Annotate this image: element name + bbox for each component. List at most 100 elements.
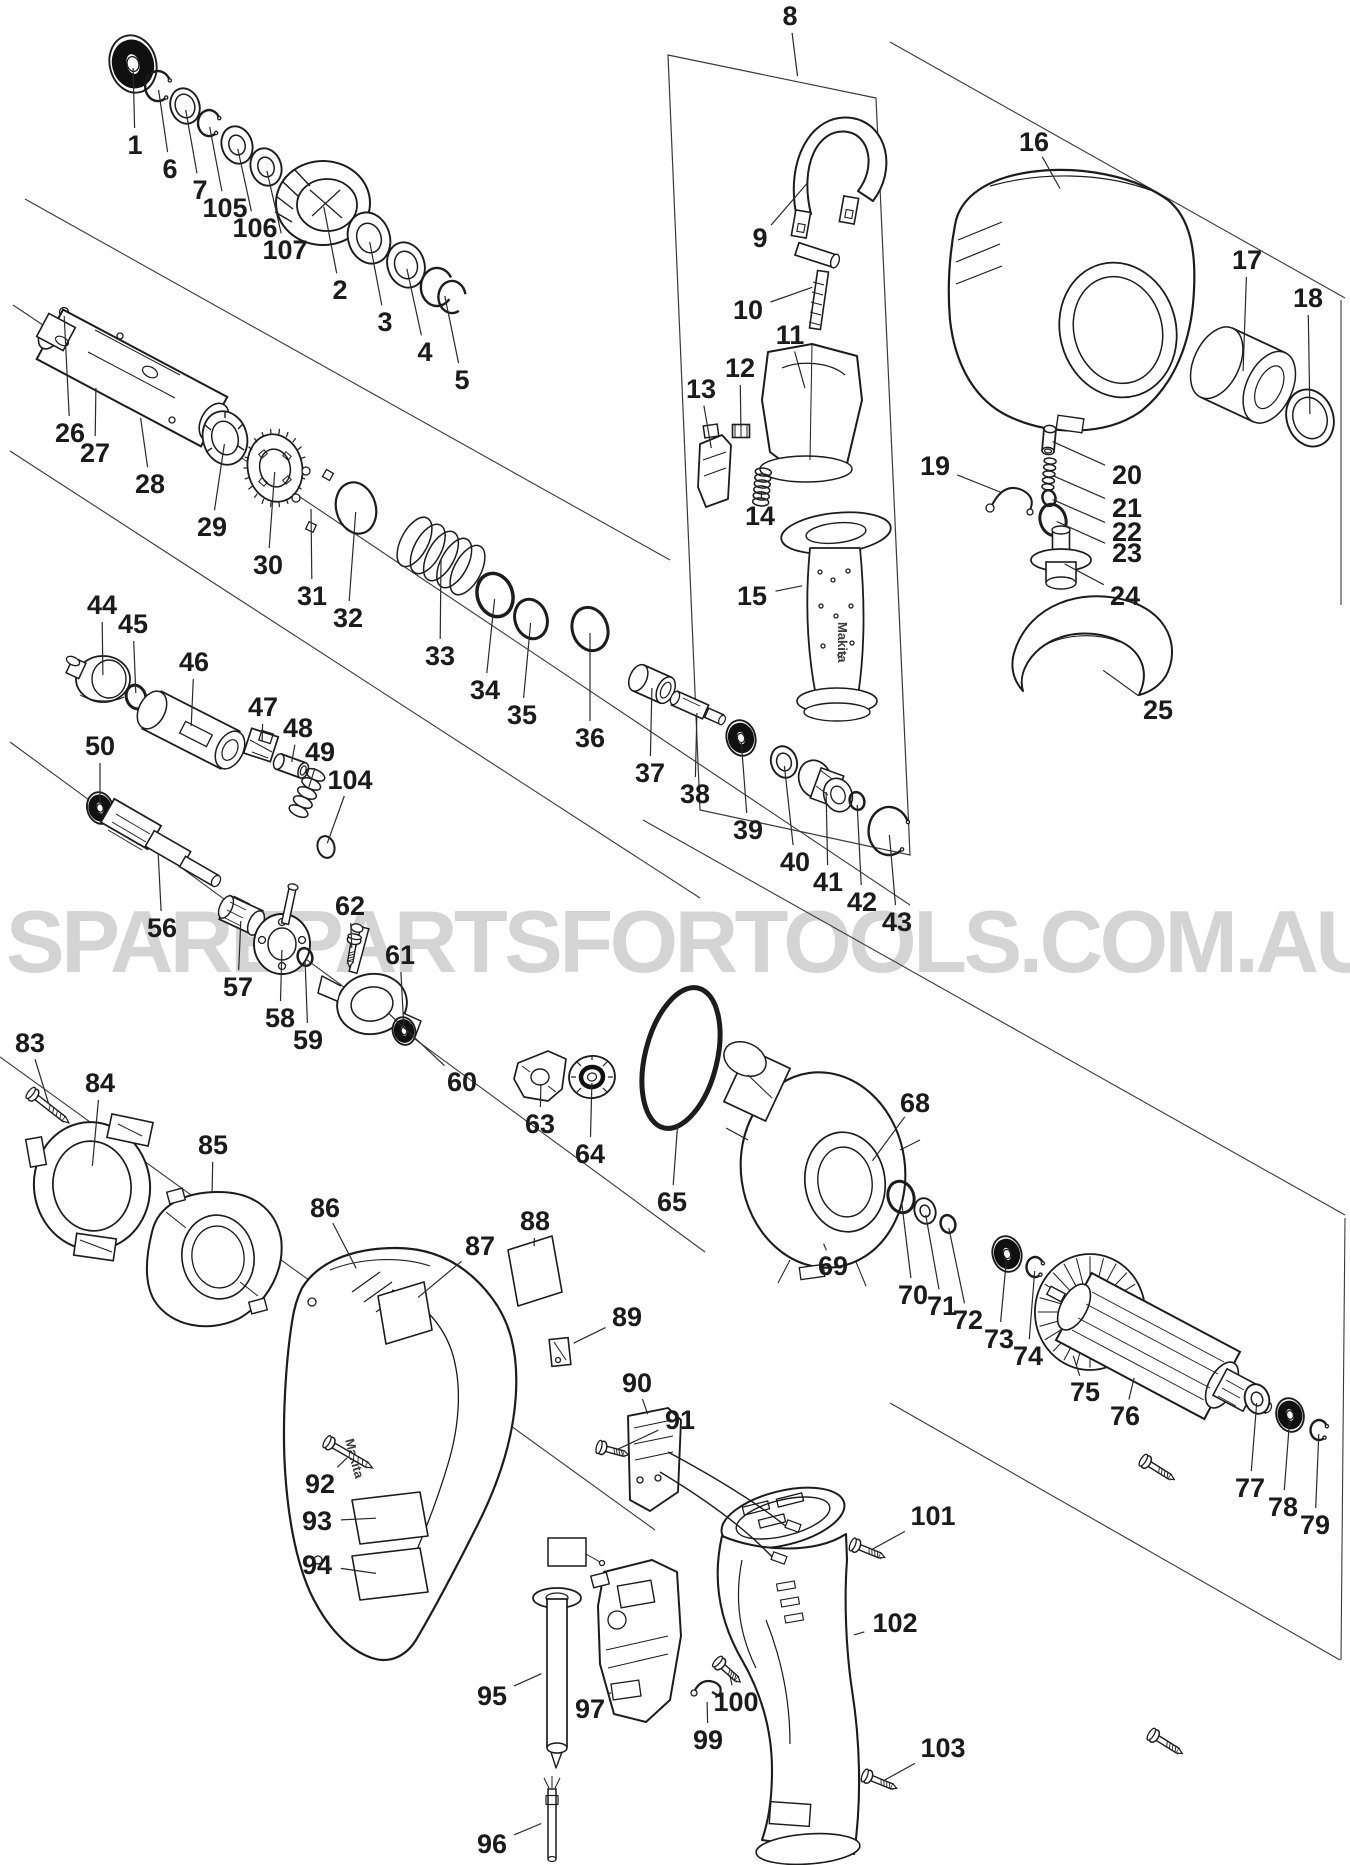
leader-94 — [340, 1567, 377, 1574]
part-label-13: 13 — [686, 374, 716, 404]
part-85 — [146, 1187, 283, 1328]
part-label-24: 24 — [1110, 581, 1140, 611]
leader-8 — [791, 32, 799, 77]
part-label-38: 38 — [680, 779, 710, 809]
part-106 — [220, 125, 254, 165]
part-49 — [288, 767, 326, 819]
leader-34 — [486, 598, 496, 674]
part-label-19: 19 — [920, 451, 950, 481]
part-label-34: 34 — [470, 675, 500, 705]
leader-64 — [589, 1082, 593, 1138]
part-43 — [867, 805, 911, 857]
part-label-79: 79 — [1300, 1510, 1330, 1540]
part-label-78: 78 — [1268, 1492, 1298, 1522]
leader-2 — [323, 206, 338, 274]
part-12 — [731, 423, 751, 439]
leader-3 — [369, 241, 383, 306]
leader-6 — [158, 89, 169, 153]
part-96 — [543, 1776, 561, 1863]
part-label-88: 88 — [520, 1206, 550, 1236]
part-69 — [722, 1041, 921, 1287]
leader-73 — [1000, 1257, 1008, 1323]
leader-63 — [539, 1083, 542, 1108]
part-90 — [627, 1407, 682, 1512]
leader-48 — [291, 744, 296, 763]
part-37 — [627, 663, 677, 705]
part-label-20: 20 — [1112, 460, 1142, 490]
leader-9 — [770, 182, 808, 226]
leader-49 — [307, 768, 316, 790]
leader-104 — [326, 795, 345, 844]
leader-85 — [211, 1161, 214, 1193]
leader-96 — [513, 1822, 542, 1836]
part-61 — [391, 1016, 417, 1046]
section-divider-line — [24, 198, 671, 561]
leader-72 — [948, 1227, 966, 1304]
part-label-47: 47 — [248, 692, 278, 722]
leader-26 — [63, 315, 70, 417]
part-label-87: 87 — [465, 1231, 495, 1261]
part-label-106: 106 — [232, 213, 277, 243]
part-34 — [475, 571, 515, 619]
part-83 — [25, 1086, 71, 1124]
leader-75 — [1072, 1355, 1081, 1376]
part-33 — [396, 516, 486, 596]
leader-91 — [617, 1429, 659, 1450]
section-divider-line — [889, 1402, 1341, 1661]
carbon-brush — [547, 1537, 606, 1567]
section-divider-line — [889, 41, 1346, 299]
part-label-49: 49 — [305, 737, 335, 767]
part-30 — [243, 428, 307, 508]
part-label-16: 16 — [1019, 127, 1049, 157]
part-100 — [711, 1655, 742, 1683]
leader-17 — [1242, 276, 1247, 372]
part-21 — [1041, 457, 1057, 491]
part-71 — [913, 1197, 937, 1225]
leader-84 — [91, 1099, 99, 1167]
leader-99 — [706, 1701, 709, 1724]
part-label-94: 94 — [302, 1550, 332, 1580]
leader-13 — [703, 405, 712, 449]
part-label-14: 14 — [745, 501, 775, 531]
part-label-71: 71 — [927, 1291, 957, 1321]
part-label-62: 62 — [335, 891, 365, 921]
part-48 — [272, 752, 310, 780]
part-label-10: 10 — [733, 295, 763, 325]
part-107 — [249, 147, 283, 187]
part-3 — [346, 211, 392, 265]
leader-23 — [1056, 521, 1106, 544]
part-58 — [253, 883, 311, 975]
part-label-76: 76 — [1110, 1401, 1140, 1431]
leader-20 — [1052, 441, 1106, 466]
wire-connector — [784, 1519, 802, 1533]
part-99 — [690, 1679, 722, 1698]
part-label-75: 75 — [1070, 1377, 1100, 1407]
part-label-91: 91 — [665, 1405, 695, 1435]
part-65 — [639, 985, 723, 1131]
part-label-58: 58 — [265, 1003, 295, 1033]
leader-44 — [101, 621, 104, 676]
part-104 — [316, 835, 336, 859]
part-label-6: 6 — [162, 154, 177, 184]
part-label-43: 43 — [882, 907, 912, 937]
leader-100 — [729, 1675, 733, 1686]
leader-19 — [957, 474, 1002, 494]
part-89 — [548, 1336, 572, 1368]
leader-86 — [332, 1222, 357, 1269]
part-label-45: 45 — [118, 609, 148, 639]
leader-69 — [823, 1243, 827, 1251]
leader-33 — [439, 559, 442, 640]
part-label-65: 65 — [657, 1187, 687, 1217]
part-label-1: 1 — [127, 130, 142, 160]
leader-87 — [417, 1260, 462, 1298]
leader-60 — [387, 1012, 445, 1067]
leader-15 — [775, 585, 803, 592]
leader-61 — [400, 971, 405, 1028]
part-label-48: 48 — [283, 713, 313, 743]
leader-10 — [770, 286, 813, 303]
leader-65 — [672, 1123, 679, 1186]
part-label-105: 105 — [202, 193, 247, 223]
leader-4 — [406, 268, 422, 336]
part-103 — [860, 1768, 898, 1791]
part-label-60: 60 — [447, 1067, 477, 1097]
